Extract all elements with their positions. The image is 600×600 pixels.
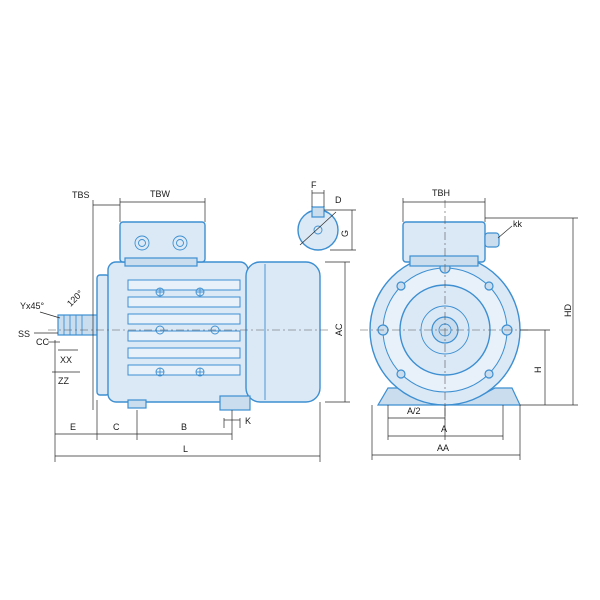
mounting-foot xyxy=(127,399,147,409)
label-c: C xyxy=(113,422,120,432)
label-aa: AA xyxy=(437,443,449,453)
side-view xyxy=(48,221,330,411)
label-l: L xyxy=(183,444,188,454)
label-g: G xyxy=(340,230,350,237)
label-a-half: A/2 xyxy=(407,406,421,416)
label-a: A xyxy=(441,424,447,434)
label-f: F xyxy=(311,180,317,190)
label-cc: CC xyxy=(36,337,49,347)
label-tbs: TBS xyxy=(72,190,90,200)
cable-gland xyxy=(134,235,150,251)
label-b: B xyxy=(181,422,187,432)
label-tbw: TBW xyxy=(150,189,171,199)
label-ac: AC xyxy=(334,323,344,336)
side-view-dimensions: TBS TBW AC E C B K L Yx45° 120° SS xyxy=(18,189,350,462)
label-d: D xyxy=(335,195,342,205)
label-k: K xyxy=(245,416,251,426)
cable-gland xyxy=(172,235,188,251)
fan-cover xyxy=(245,261,321,403)
label-yx45: Yx45° xyxy=(20,301,45,311)
label-hd: HD xyxy=(563,304,573,317)
label-e: E xyxy=(70,422,76,432)
label-xx: XX xyxy=(60,355,72,365)
label-tbh: TBH xyxy=(432,188,450,198)
cooling-fins xyxy=(127,279,241,376)
terminal-box xyxy=(119,221,206,263)
label-kk: kk xyxy=(513,219,523,229)
front-view xyxy=(360,200,530,420)
label-ss: SS xyxy=(18,329,30,339)
shaft-key xyxy=(311,206,325,218)
front-flange xyxy=(96,274,110,396)
label-zz: ZZ xyxy=(58,376,69,386)
label-h: H xyxy=(533,367,543,374)
terminal-box-base xyxy=(124,257,198,267)
mounting-foot xyxy=(219,395,251,411)
front-cable-gland xyxy=(484,232,500,248)
label-120: 120° xyxy=(65,288,86,309)
front-view-dimensions: TBH kk HD H A/2 A AA xyxy=(371,188,578,460)
shaft-key-detail: F D G xyxy=(297,180,356,251)
